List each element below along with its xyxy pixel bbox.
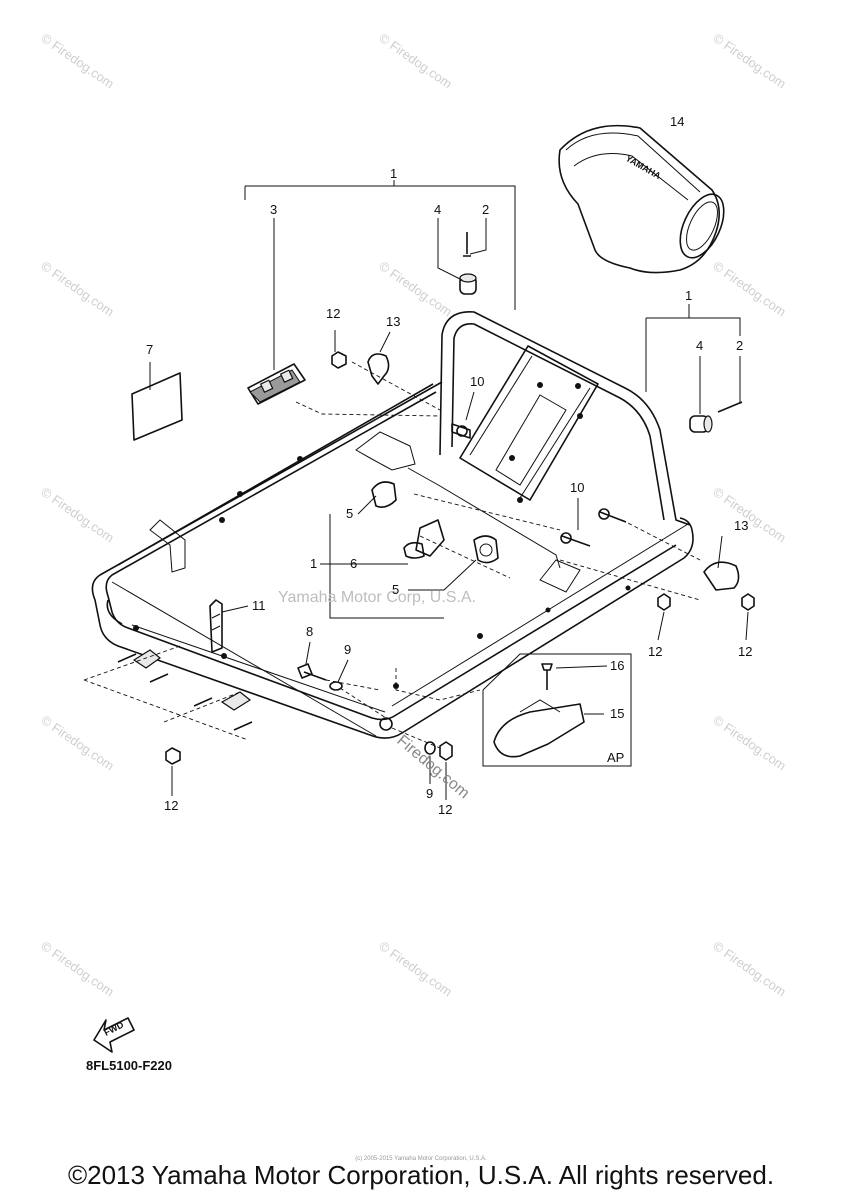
callout-10: 10 (470, 374, 484, 389)
callout-2: 2 (736, 338, 743, 353)
watermark-tile: © Firedog.com (710, 712, 789, 773)
watermark-tile: © Firedog.com (710, 938, 789, 999)
callout-3: 3 (270, 202, 277, 217)
callout-12: 12 (164, 798, 178, 813)
label-part (131, 372, 183, 441)
callout-15: 15 (610, 706, 624, 721)
leader-lines (83, 180, 749, 800)
cover-badge: YAMAHA (624, 153, 663, 181)
callout-16: 16 (610, 658, 624, 673)
copyright-notice: ©2013 Yamaha Motor Corporation, U.S.A. A… (67, 1160, 775, 1190)
callout-7: 7 (146, 342, 153, 357)
callout-9: 9 (426, 786, 433, 801)
callout-1: 1 (685, 288, 692, 303)
callout-6: 6 (350, 556, 357, 571)
bracket-part (209, 599, 223, 653)
callout-5: 5 (392, 582, 399, 597)
fwd-arrow: FWD (93, 1017, 135, 1053)
callout-numbers: 1 3 4 2 14 12 13 7 10 1 4 2 10 13 5 1 6 … (146, 114, 752, 817)
watermark-tile: © Firedog.com (38, 30, 117, 91)
cover-part: YAMAHA (558, 124, 725, 274)
small-notice: (c) 2005-2015 Yamaha Motor Corporation, … (355, 1156, 487, 1162)
plate-part (247, 363, 306, 405)
watermark-tile: © Firedog.com (376, 258, 455, 319)
diagram-code: 8FL5100-F220 (86, 1058, 172, 1073)
callout-8: 8 (306, 624, 313, 639)
watermark-tile: © Firedog.com (38, 712, 117, 773)
callout-10: 10 (570, 480, 584, 495)
callout-1: 1 (310, 556, 317, 571)
clamp-parts (367, 353, 740, 591)
callout-12: 12 (648, 644, 662, 659)
callout-12: 12 (438, 802, 452, 817)
watermark-tile: © Firedog.com (376, 30, 455, 91)
watermark-tile: © Firedog.com (38, 938, 117, 999)
callout-11: 11 (252, 598, 266, 613)
callout-4: 4 (434, 202, 441, 217)
watermark-tile: © Firedog.com (710, 30, 789, 91)
callout-13: 13 (734, 518, 748, 533)
watermark-tile: © Firedog.com (710, 258, 789, 319)
callout-5: 5 (346, 506, 353, 521)
callout-9: 9 (344, 642, 351, 657)
watermark-tiles: © Firedog.com © Firedog.com © Firedog.co… (38, 30, 789, 999)
callout-4: 4 (696, 338, 703, 353)
callout-12: 12 (326, 306, 340, 321)
watermark-center: Yamaha Motor Corp, U.S.A. (278, 589, 476, 606)
damper-right (689, 401, 743, 433)
callout-14: 14 (670, 114, 684, 129)
watermark-tile: © Firedog.com (376, 938, 455, 999)
callout-12: 12 (738, 644, 752, 659)
callout-2: 2 (482, 202, 489, 217)
fasteners (117, 351, 755, 765)
watermark-tile: © Firedog.com (38, 258, 117, 319)
watermark-tile: © Firedog.com (38, 484, 117, 545)
damper-top (459, 232, 477, 295)
callout-1: 1 (390, 166, 397, 181)
ap-inset: AP (482, 653, 632, 767)
callout-13: 13 (386, 314, 400, 329)
frame-assembly (91, 311, 694, 739)
ap-label: AP (607, 750, 624, 765)
